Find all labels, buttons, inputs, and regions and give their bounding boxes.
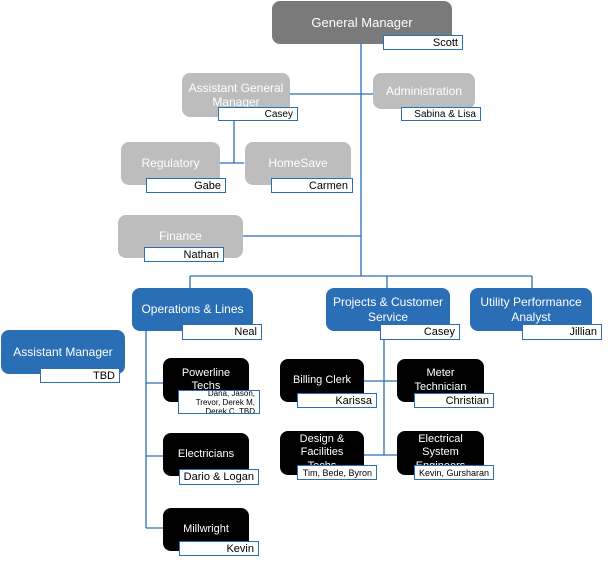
utility-analyst-name: Jillian [522, 324, 602, 340]
meter-technician-title: Meter Technician [414, 367, 467, 393]
millwright-title: Millwright [183, 522, 229, 535]
general-manager-name: Scott [383, 35, 463, 50]
utility-analyst-title: Utility Performance Analyst [480, 295, 582, 324]
regulatory-title: Regulatory [141, 156, 200, 171]
assistant-manager-box[interactable]: Assistant Manager [1, 330, 125, 374]
projects-title: Projects & Customer Service [332, 295, 444, 324]
electricians-title: Electricians [177, 447, 235, 460]
regulatory-box[interactable]: Regulatory [121, 142, 220, 185]
millwright-name: Kevin [179, 541, 259, 556]
design-facilities-name: Tim, Bede, Byron [297, 465, 377, 480]
billing-clerk-name: Karissa [297, 393, 377, 408]
assistant-manager-name: TBD [40, 368, 120, 383]
administration-box[interactable]: Administration [373, 73, 475, 109]
homesave-title: HomeSave [268, 156, 328, 171]
administration-name: Sabina & Lisa [401, 107, 481, 121]
assistant-gm-name: Casey [218, 107, 298, 121]
powerline-techs-name: Dana, Jason, Trevor, Derek M, Derek C, T… [178, 390, 260, 414]
projects-box[interactable]: Projects & Customer Service [326, 288, 450, 331]
utility-analyst-box[interactable]: Utility Performance Analyst [470, 288, 592, 331]
powerline-techs-title: Powerline Techs [181, 366, 231, 392]
administration-title: Administration [385, 83, 463, 98]
finance-title: Finance [159, 229, 202, 244]
homesave-box[interactable]: HomeSave [245, 142, 351, 185]
electricians-box[interactable]: Electricians [163, 433, 249, 476]
assistant-gm-title: Assistant General Manager [188, 80, 284, 109]
design-facilities-box[interactable]: Design & Facilities Techs [280, 431, 364, 475]
assistant-manager-title: Assistant Manager [13, 344, 113, 359]
general-manager-title: General Manager [311, 14, 413, 30]
operations-title: Operations & Lines [141, 302, 244, 317]
electricians-name: Dario & Logan [179, 469, 259, 485]
meter-technician-name: Christian [414, 393, 494, 408]
regulatory-name: Gabe [146, 178, 226, 193]
finance-name: Nathan [144, 247, 224, 262]
homesave-name: Carmen [271, 178, 353, 193]
billing-clerk-title: Billing Clerk [292, 373, 352, 386]
operations-box[interactable]: Operations & Lines [132, 288, 253, 331]
operations-name: Neal [182, 324, 262, 340]
projects-name: Casey [380, 324, 460, 340]
electrical-engineers-name: Kevin, Gursharan [414, 465, 494, 480]
